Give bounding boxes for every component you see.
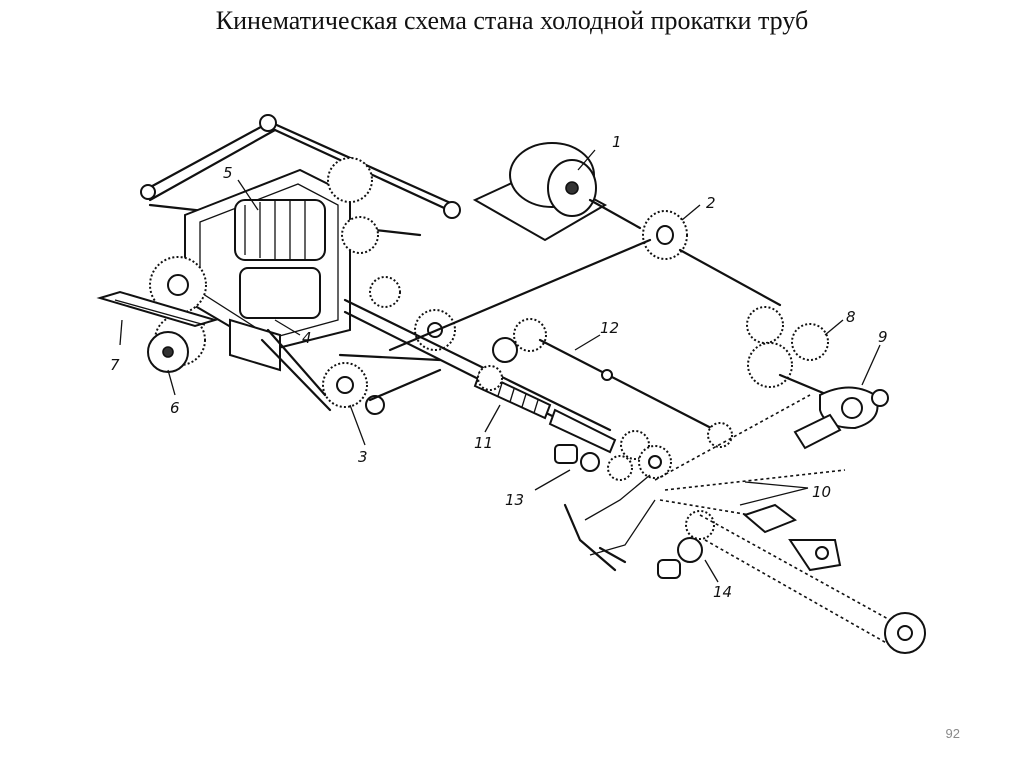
part-label-3: 3: [358, 448, 368, 466]
belt-drive: [260, 328, 442, 415]
part-label-10: 10: [812, 483, 831, 501]
auxiliary-motor: [657, 510, 715, 579]
part-label-1: 1: [612, 133, 622, 151]
chain-drive: [699, 514, 926, 654]
rack-bar: [96, 290, 219, 328]
carriage-block: [743, 503, 842, 572]
main-shaft: [343, 298, 672, 479]
part-label-8: 8: [846, 308, 856, 326]
slide-title: Кинематическая схема стана холодной прок…: [215, 6, 809, 35]
page-number: 92: [945, 726, 960, 741]
gearbox-housing: [184, 168, 351, 372]
bevel-gear: [388, 210, 782, 352]
part-label-6: 6: [170, 399, 180, 417]
part-label-14: 14: [713, 583, 732, 601]
part-label-11: 11: [474, 434, 493, 452]
part-label-5: 5: [223, 164, 233, 182]
lever-linkage: [563, 474, 656, 572]
shaft-twelve: [492, 318, 733, 448]
part-label-2: 2: [706, 194, 716, 212]
electric-motor: [472, 142, 642, 242]
part-label-13: 13: [505, 491, 524, 509]
part-label-4: 4: [302, 329, 312, 347]
left-gears: [147, 256, 207, 373]
control-rods: [654, 394, 846, 516]
small-drive: [554, 444, 633, 481]
leader-lines: [119, 149, 881, 583]
gear-pair: [746, 306, 842, 402]
cam-mechanism: [793, 386, 889, 450]
part-label-9: 9: [878, 328, 888, 346]
gearbox-right-gears: [327, 157, 456, 351]
part-label-7: 7: [110, 356, 120, 374]
part-label-12: 12: [600, 319, 619, 337]
